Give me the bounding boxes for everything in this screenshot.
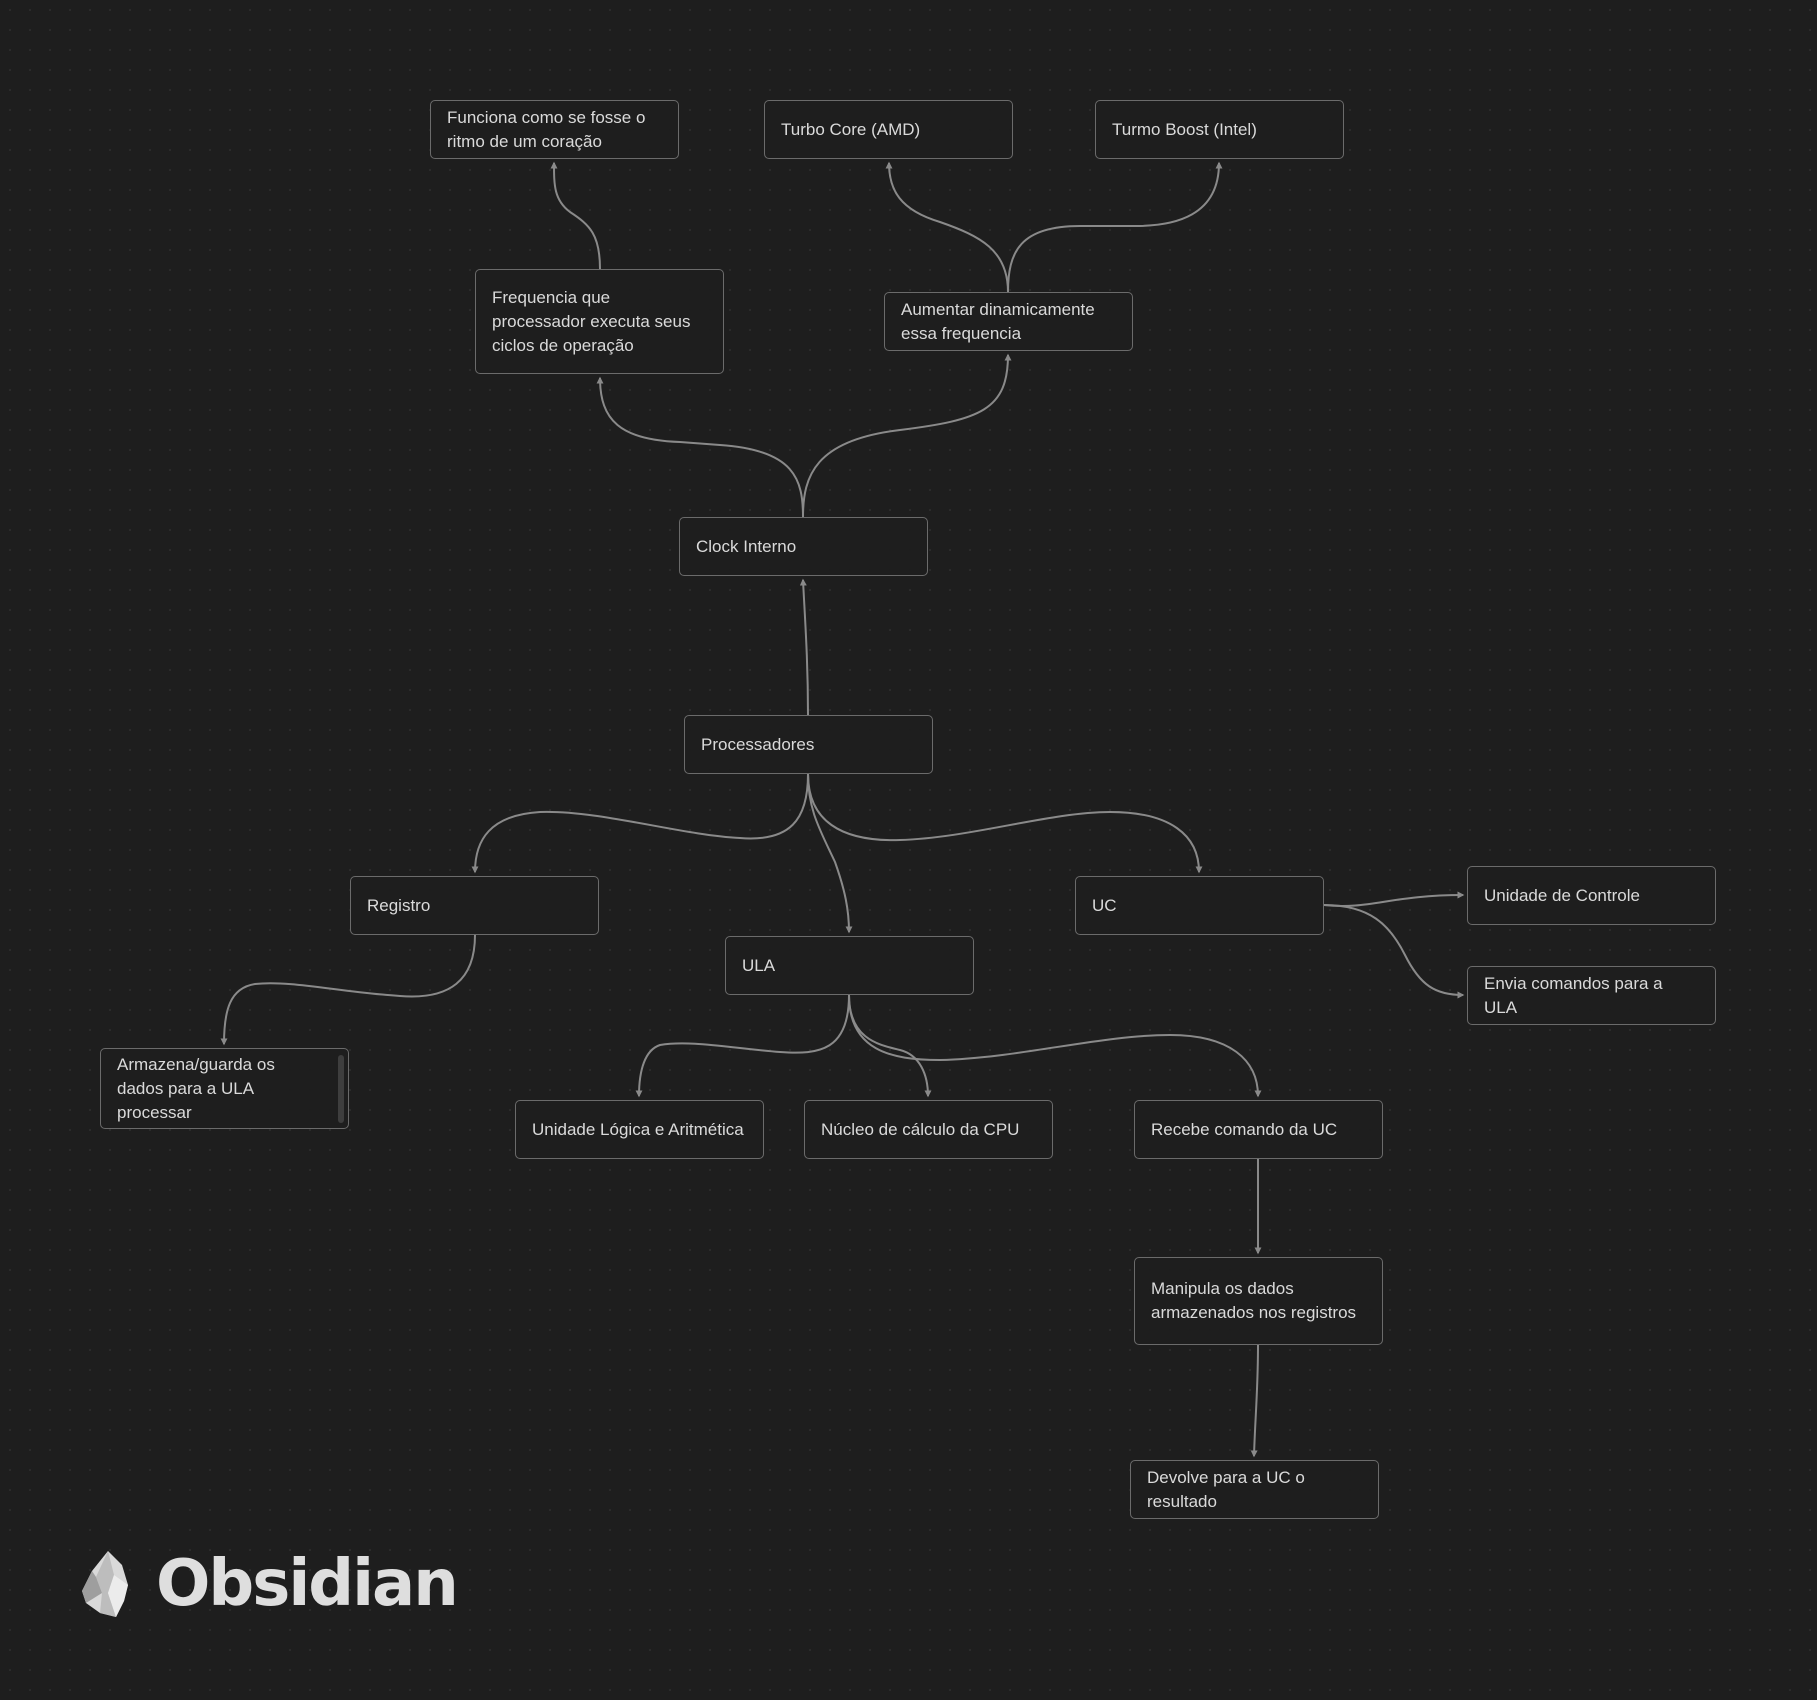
edge-aumentar-to-turbo_boost[interactable] xyxy=(1007,161,1223,293)
node-armazena-label: Armazena/guarda os dados para a ULA proc… xyxy=(117,1054,275,1122)
obsidian-logo-icon xyxy=(82,1551,128,1617)
node-registro[interactable]: Registro xyxy=(350,876,599,935)
edge-processadores-to-uc[interactable] xyxy=(807,773,1203,874)
edge-uc-to-unidade_controle[interactable] xyxy=(1323,891,1465,908)
edge-ula-to-nucleo[interactable] xyxy=(848,994,932,1098)
node-devolve[interactable]: Devolve para a UC o resultado xyxy=(1130,1460,1379,1519)
node-funciona[interactable]: Funciona como se fosse o ritmo de um cor… xyxy=(430,100,679,159)
edge-uc-to-envia[interactable] xyxy=(1323,904,1465,999)
edge-registro-to-armazena[interactable] xyxy=(220,934,476,1046)
edge-ula-to-recebe[interactable] xyxy=(848,994,1262,1098)
node-manipula[interactable]: Manipula os dados armazenados nos regist… xyxy=(1134,1257,1383,1345)
brand-logo: Obsidian xyxy=(78,1547,459,1621)
edge-processadores-to-ula[interactable] xyxy=(807,773,853,934)
node-nucleo[interactable]: Núcleo de cálculo da CPU xyxy=(804,1100,1053,1159)
edge-frequencia-to-funciona[interactable] xyxy=(550,161,601,270)
edge-clock-to-frequencia[interactable] xyxy=(596,376,804,518)
edge-ula-to-unidade_logica[interactable] xyxy=(635,994,850,1098)
node-ula[interactable]: ULA xyxy=(725,936,974,995)
node-scrollbar[interactable] xyxy=(338,1055,344,1123)
edge-manipula-to-devolve[interactable] xyxy=(1250,1344,1259,1458)
edge-aumentar-to-turbo_core[interactable] xyxy=(885,161,1009,293)
node-uc[interactable]: UC xyxy=(1075,876,1324,935)
node-unidade-logica[interactable]: Unidade Lógica e Aritmética xyxy=(515,1100,764,1159)
edge-clock-to-aumentar[interactable] xyxy=(802,353,1012,518)
node-recebe-comando[interactable]: Recebe comando da UC xyxy=(1134,1100,1383,1159)
node-envia-comandos[interactable]: Envia comandos para a ULA xyxy=(1467,966,1716,1025)
node-aumentar[interactable]: Aumentar dinamicamente essa frequencia xyxy=(884,292,1133,351)
node-processadores[interactable]: Processadores xyxy=(684,715,933,774)
node-turbo-boost[interactable]: Turmo Boost (Intel) xyxy=(1095,100,1344,159)
node-armazena[interactable]: Armazena/guarda os dados para a ULA proc… xyxy=(100,1048,349,1129)
node-frequencia[interactable]: Frequencia que processador executa seus … xyxy=(475,269,724,374)
brand-name: Obsidian xyxy=(156,1547,459,1621)
node-unidade-controle[interactable]: Unidade de Controle xyxy=(1467,866,1716,925)
node-turbo-core[interactable]: Turbo Core (AMD) xyxy=(764,100,1013,159)
edge-processadores-to-clock[interactable] xyxy=(799,578,809,716)
edge-processadores-to-registro[interactable] xyxy=(471,773,809,874)
node-clock-interno[interactable]: Clock Interno xyxy=(679,517,928,576)
